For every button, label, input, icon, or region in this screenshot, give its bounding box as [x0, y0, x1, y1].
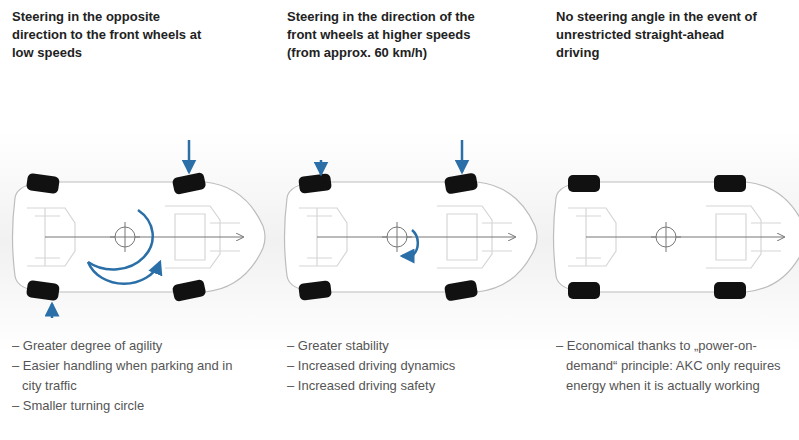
- bullet-point: – Increased driving dynamics: [287, 356, 512, 376]
- bullet-point: – Greater degree of agility: [12, 336, 237, 356]
- bullet-point: – Increased driving safety: [287, 376, 512, 396]
- column-heading: No steering angle in the event of unrest…: [556, 8, 761, 62]
- bullet-point: – Smaller turning circle: [12, 396, 237, 416]
- bullet-list: – Greater degree of agility– Easier hand…: [12, 336, 237, 416]
- bullet-point: – Easier handling when parking and in ci…: [12, 356, 237, 396]
- column-heading: Steering in the opposite direction to th…: [12, 8, 217, 62]
- column-heading: Steering in the direction of the front w…: [287, 8, 492, 62]
- bullet-point: – Greater stability: [287, 336, 512, 356]
- bullet-list: – Greater stability– Increased driving d…: [287, 336, 512, 396]
- bullet-point: – Economical thanks to „power-on-demand“…: [556, 336, 781, 396]
- bullet-list: – Economical thanks to „power-on-demand“…: [556, 336, 781, 396]
